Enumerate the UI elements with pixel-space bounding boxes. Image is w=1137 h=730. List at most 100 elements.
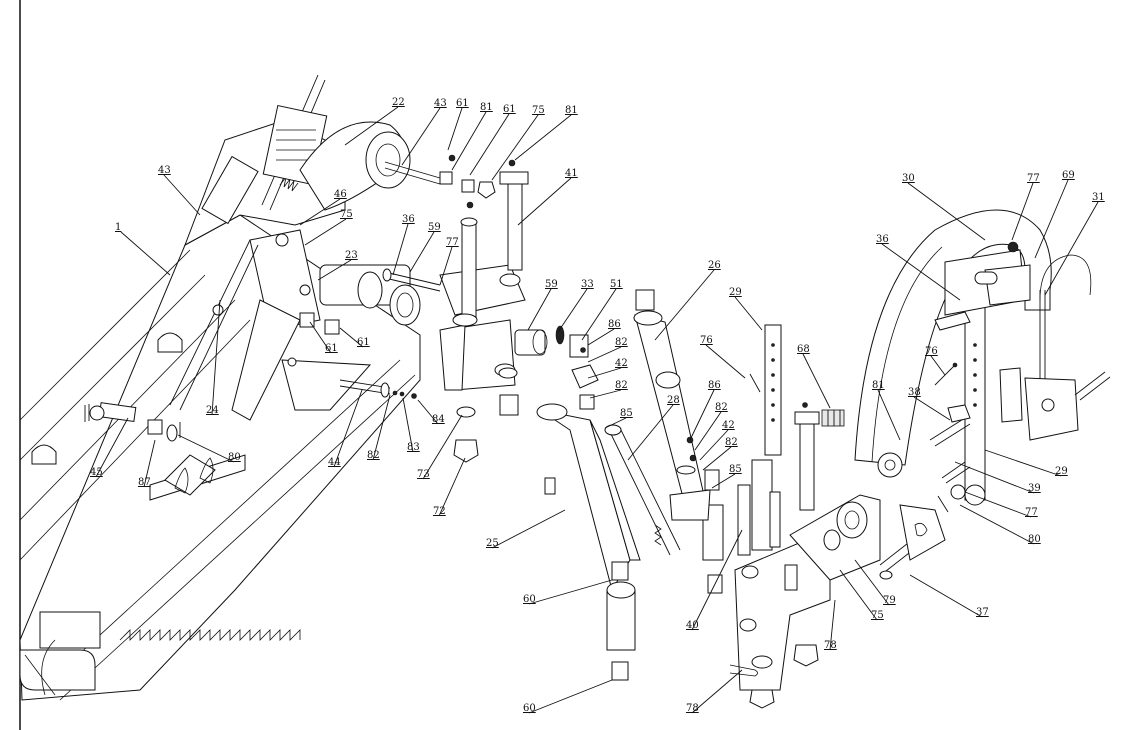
callout-label-c-43b: 43 [434,98,447,109]
callout-label-c-41: 41 [565,168,578,179]
callout-label-c-26: 26 [708,260,721,271]
callout-label-c-82a: 82 [615,337,628,348]
callout-label-c-42a: 42 [615,358,628,369]
callout-label-c-29b: 29 [1055,466,1068,477]
callout-label-c-29a: 29 [729,287,742,298]
callout-leader-c-61c [309,321,332,354]
callout-label-c-86b: 86 [708,380,721,391]
callout-leader-c-42a [587,367,622,379]
callout-label-c-40: 40 [686,620,699,631]
callout-label-c-85b: 85 [729,464,742,475]
callout-label-c-72: 72 [433,506,446,517]
callout-label-c-22: 22 [392,97,405,108]
callout-leader-c-36a [392,223,409,276]
callout-label-c-83: 83 [407,442,420,453]
callout-label-c-78a: 78 [686,703,699,714]
callout-label-c-30: 30 [902,173,915,184]
vertical-post [737,324,845,556]
callout-leader-c-22 [344,106,399,146]
callout-label-c-69: 69 [1062,170,1075,181]
callout-leader-c-82c [372,394,391,461]
callout-label-c-75c: 75 [871,610,884,621]
lower-arm-assembly [536,289,724,681]
callout-leader-c-83 [402,397,414,453]
callout-label-c-68: 68 [797,344,810,355]
callout-leader-c-43b [401,107,441,166]
callout-label-c-78b: 78 [824,640,837,651]
callout-label-c-38: 38 [908,387,921,398]
callout-label-c-82b: 82 [615,380,628,391]
callout-leader-c-80b [959,504,1035,545]
callout-leader-c-86a [587,328,615,346]
callout-leader-c-40 [691,529,743,631]
callout-label-c-79: 79 [883,595,896,606]
right-frame [854,209,1111,513]
callout-leader-c-25 [491,509,566,549]
callout-leader-c-61d [339,327,364,348]
callout-leader-c-75a [491,114,539,181]
callout-leader-c-59b [527,288,552,331]
callout-leader-c-72 [438,457,466,517]
callout-label-c-37: 37 [976,607,989,618]
callout-leader-c-39 [954,461,1035,494]
callout-leader-c-84 [417,399,439,425]
callout-leader-c-42b [699,429,729,461]
hitch-bracket [729,494,946,709]
callout-label-c-36b: 36 [876,234,889,245]
callout-leader-c-41 [517,177,572,226]
callout-label-c-45: 45 [90,467,103,478]
callout-label-c-84: 84 [432,414,445,425]
callout-label-c-24: 24 [206,405,219,416]
callout-label-c-46: 46 [334,189,347,200]
callout-label-c-80a: 80 [228,452,241,463]
callout-leader-c-26 [654,269,715,341]
callout-label-c-42b: 42 [722,420,735,431]
callout-label-c-1: 1 [115,222,121,233]
callout-leader-c-30 [907,182,986,241]
callout-label-c-44: 44 [328,457,341,468]
callout-leader-c-59a [409,231,435,273]
callout-label-c-81b: 81 [565,105,578,116]
callout-leader-c-51 [581,288,617,341]
callout-leader-c-82b [589,389,622,399]
callout-leader-c-82d [694,411,722,451]
callout-label-c-60b: 60 [523,703,536,714]
callout-leader-c-69 [1034,179,1069,259]
callout-leader-c-75c [839,569,878,621]
callout-label-c-80b: 80 [1028,534,1041,545]
callout-leader-c-37 [909,574,983,618]
callout-leader-c-60b [528,679,613,714]
callout-leader-c-80a [177,434,235,463]
callout-leader-c-81a [451,111,487,171]
callout-leader-c-38 [913,396,951,421]
callout-label-c-51: 51 [610,279,623,290]
callout-label-c-59b: 59 [545,279,558,290]
callout-label-c-86a: 86 [608,319,621,330]
callout-leader-c-77b [964,491,1032,518]
callout-label-c-75a: 75 [532,105,545,116]
callout-leader-c-23 [317,259,352,281]
callout-label-c-77b: 77 [1025,507,1038,518]
callout-leader-c-45 [95,417,129,478]
callout-leader-c-78a [691,669,743,714]
callout-leader-c-1 [120,231,171,276]
callout-label-c-76b: 76 [925,346,938,357]
callout-label-c-75b: 75 [340,209,353,220]
callout-leader-c-78b [829,599,836,651]
callout-leader-c-76a [705,344,746,379]
callout-label-c-81a: 81 [480,102,493,113]
callout-label-c-87: 87 [138,477,151,488]
callout-leader-c-68 [802,353,831,409]
callout-label-c-61a: 61 [456,98,469,109]
callout-leader-c-31 [1044,201,1099,296]
callout-leader-c-73 [422,414,463,480]
callout-leader-c-82a [587,346,622,363]
callout-leader-c-29b [984,449,1062,477]
callout-label-c-61c: 61 [325,343,338,354]
callout-label-c-60a: 60 [523,594,536,605]
callout-leader-c-81b [514,114,572,161]
callout-leader-c-75b [304,218,347,246]
callout-label-c-77a: 77 [446,237,459,248]
